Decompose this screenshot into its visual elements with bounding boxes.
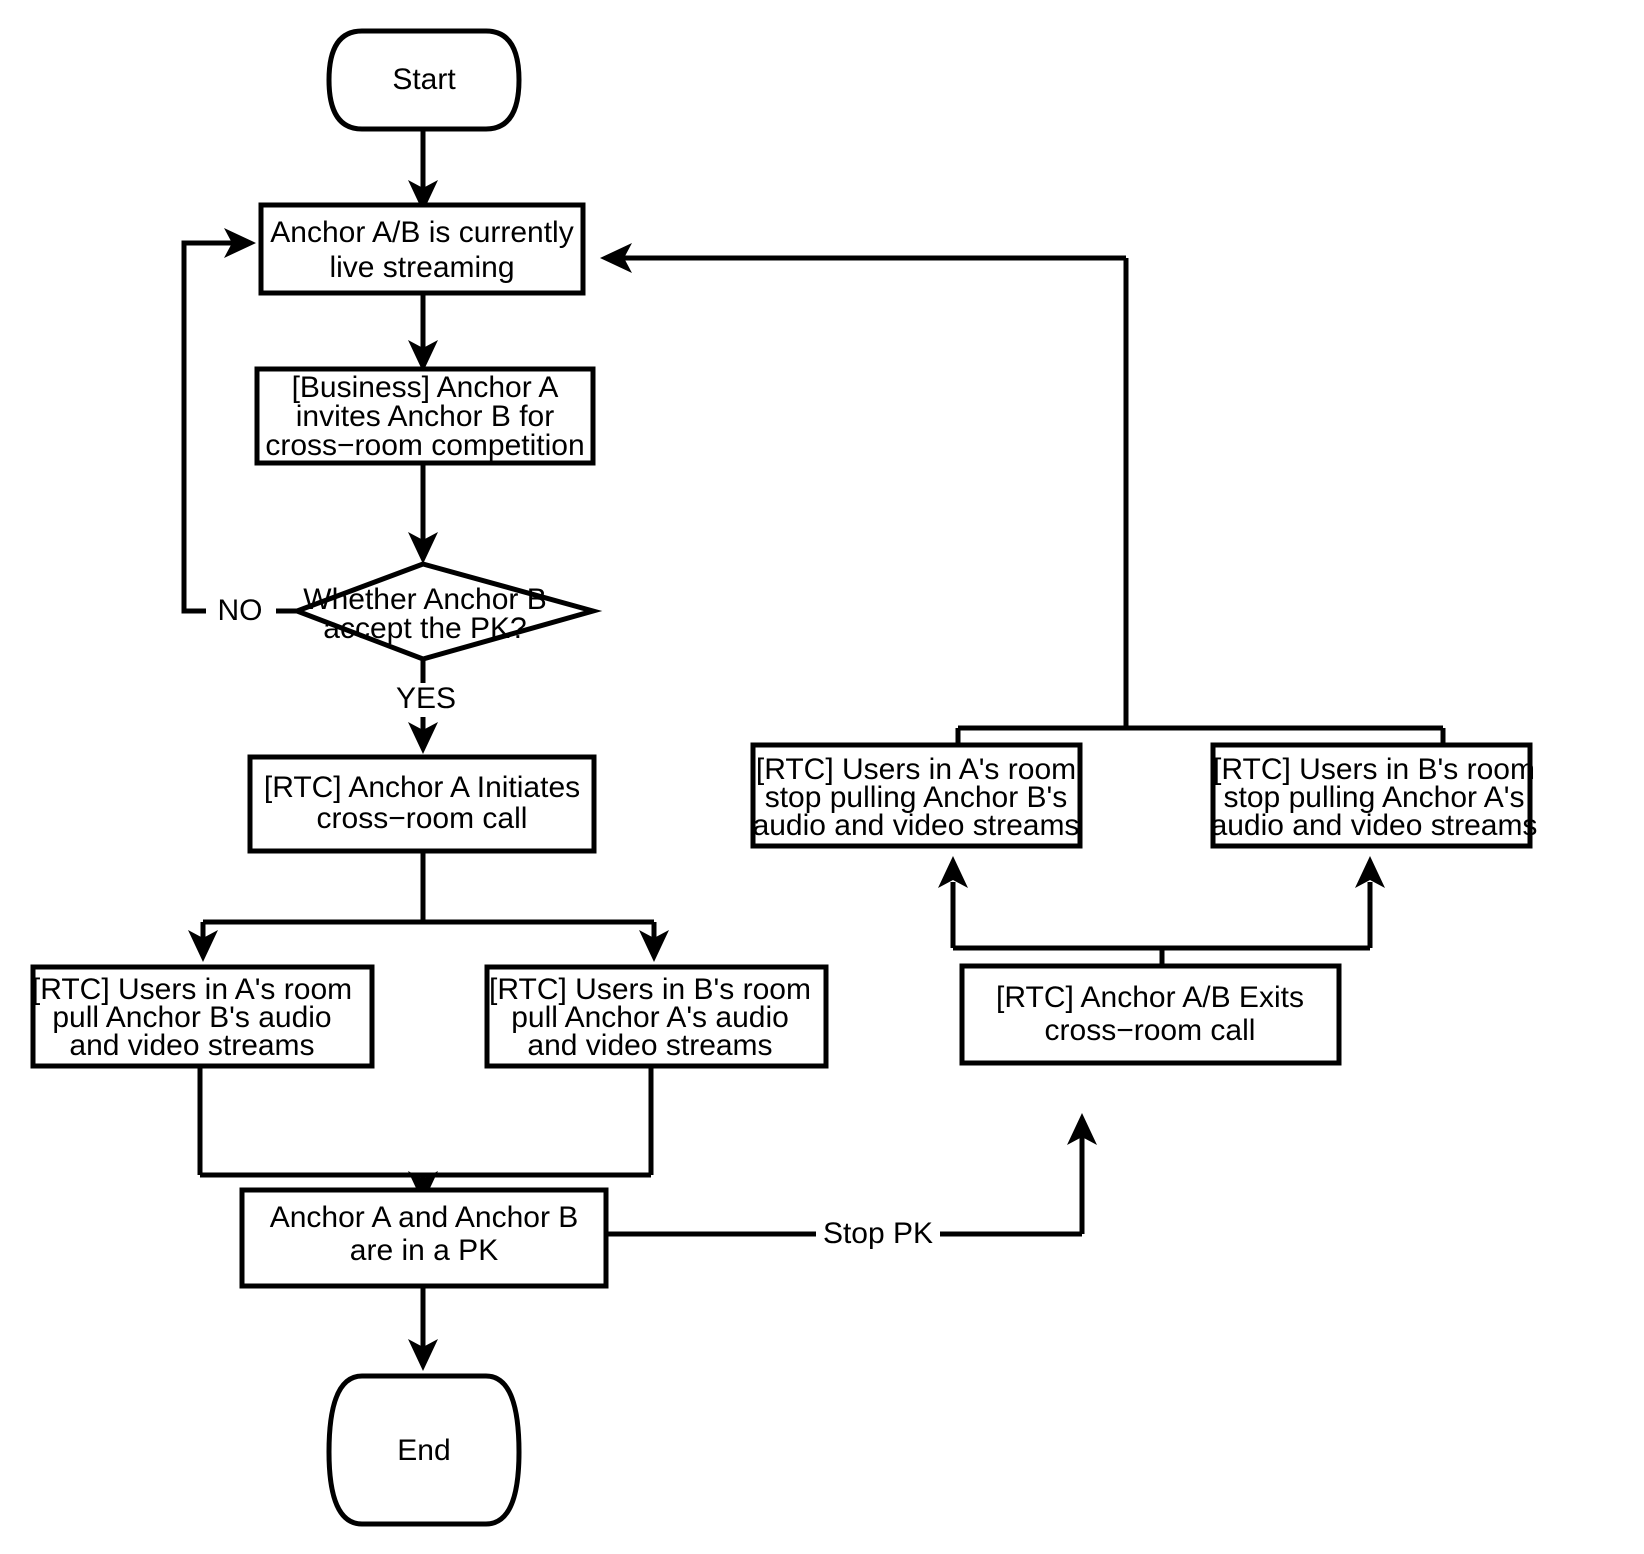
- node-exit-cross-room-call[interactable]: [RTC] Anchor A/B Exits cross−room call: [959, 963, 1342, 1066]
- node-live-streaming[interactable]: Anchor A/B is currently live streaming: [258, 202, 586, 296]
- node-invite-line-1: invites Anchor B for: [296, 400, 554, 433]
- node-stop-b-line-0: [RTC] Users in B's room: [1213, 753, 1535, 786]
- node-stop-a-line-1: stop pulling Anchor B's: [765, 781, 1068, 814]
- node-invite-line-2: cross−room competition: [265, 429, 584, 462]
- node-pull-a-line-1: pull Anchor B's audio: [52, 1001, 331, 1034]
- node-exit-line-1: cross−room call: [1045, 1014, 1256, 1047]
- node-initiate-call[interactable]: [RTC] Anchor A Initiates cross−room call: [247, 754, 597, 854]
- node-decision-line-0: Whether Anchor B: [303, 583, 546, 616]
- node-exit-line-0: [RTC] Anchor A/B Exits: [996, 981, 1304, 1014]
- edge-invite-to-decision: [408, 463, 438, 564]
- node-initiate-line-0: [RTC] Anchor A Initiates: [264, 771, 580, 804]
- edge-label-yes-text: YES: [396, 682, 456, 715]
- edge-inpk-to-exitcall: [607, 1113, 1097, 1252]
- node-pull-a-line-2: and video streams: [69, 1029, 314, 1062]
- edge-label-no: NO: [206, 594, 276, 628]
- node-inpk-line-1: are in a PK: [350, 1234, 498, 1267]
- edge-exitcall-to-stops: [938, 856, 1385, 966]
- node-pull-b-line-0: [RTC] Users in B's room: [489, 973, 811, 1006]
- node-start-line-0: Start: [392, 63, 456, 96]
- node-stop-pull-b-room[interactable]: [RTC] Users in B's room stop pulling Anc…: [1210, 742, 1538, 849]
- node-live-line-1: live streaming: [329, 251, 514, 284]
- node-end[interactable]: End: [326, 1373, 522, 1527]
- node-pull-a-room[interactable]: [RTC] Users in A's room pull Anchor B's …: [30, 964, 375, 1069]
- edge-label-stop-pk: Stop PK: [823, 1217, 933, 1250]
- node-start[interactable]: Start: [326, 28, 522, 132]
- edge-inpk-to-end: [408, 1286, 438, 1371]
- edge-pulls-to-inpk: [197, 1066, 654, 1203]
- edge-label-no-text: NO: [218, 594, 263, 627]
- edge-live-to-invite: [408, 293, 438, 372]
- edge-stops-to-live: [600, 243, 1446, 745]
- node-stop-a-line-0: [RTC] Users in A's room: [756, 753, 1076, 786]
- edge-initiate-to-pulls: [188, 851, 669, 962]
- edge-label-yes: YES: [386, 682, 466, 717]
- node-initiate-line-1: cross−room call: [317, 802, 528, 835]
- node-stop-b-line-1: stop pulling Anchor A's: [1224, 781, 1525, 814]
- node-pull-b-line-1: pull Anchor A's audio: [511, 1001, 789, 1034]
- node-pull-a-line-0: [RTC] Users in A's room: [32, 973, 352, 1006]
- edge-label-stop-pk-text: Stop PK: [823, 1217, 933, 1250]
- node-end-line-0: End: [397, 1434, 450, 1467]
- edge-start-to-live: [408, 129, 438, 212]
- node-pull-b-line-2: and video streams: [527, 1029, 772, 1062]
- node-decision-line-1: accept the PK?: [323, 612, 526, 645]
- node-inpk-line-0: Anchor A and Anchor B: [270, 1201, 579, 1234]
- node-stop-a-line-2: audio and video streams: [753, 809, 1080, 842]
- node-invite-line-0: [Business] Anchor A: [292, 371, 559, 404]
- node-live-line-0: Anchor A/B is currently: [270, 216, 573, 249]
- node-in-pk[interactable]: Anchor A and Anchor B are in a PK: [239, 1187, 609, 1289]
- node-stop-pull-a-room[interactable]: [RTC] Users in A's room stop pulling Anc…: [750, 742, 1083, 849]
- node-business-invite[interactable]: [Business] Anchor A invites Anchor B for…: [254, 366, 596, 466]
- node-stop-b-line-2: audio and video streams: [1211, 809, 1538, 842]
- node-pull-b-room[interactable]: [RTC] Users in B's room pull Anchor A's …: [484, 964, 829, 1069]
- node-decision-accept-pk[interactable]: Whether Anchor B accept the PK?: [289, 561, 603, 662]
